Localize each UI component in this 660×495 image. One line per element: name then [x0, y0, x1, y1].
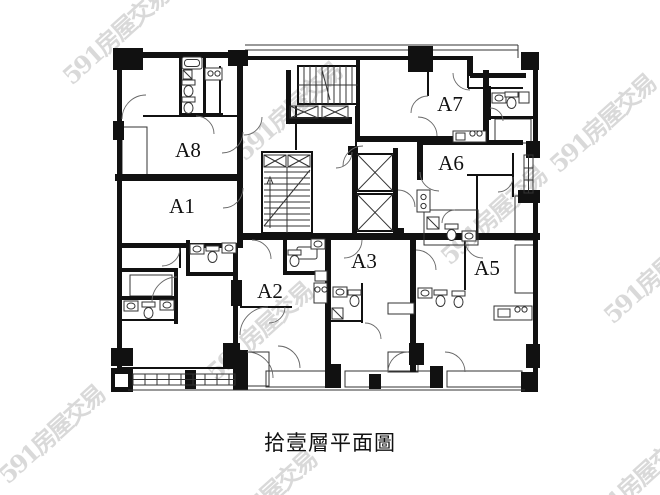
unit-label-a1: A1	[169, 194, 195, 218]
elevator-icons	[356, 153, 394, 232]
unit-label-a2: A2	[257, 279, 283, 303]
fixtures	[123, 56, 533, 321]
plan-caption: 拾壹層平面圖	[264, 431, 396, 455]
unit-labels: A8 A1 A2 A3 A5 A6 A7	[169, 92, 500, 303]
unit-label-a7: A7	[437, 92, 463, 116]
door-arcs	[121, 72, 514, 379]
fire-staircase-icon	[289, 65, 359, 119]
interior-partitions	[120, 58, 525, 391]
unit-label-a6: A6	[438, 151, 464, 175]
unit-label-a3: A3	[351, 249, 377, 273]
window-bands	[132, 154, 534, 386]
top-canopy-lines	[245, 44, 519, 58]
unit-label-a8: A8	[175, 138, 201, 162]
unit-label-a5: A5	[474, 256, 500, 280]
main-staircase-icon	[261, 151, 313, 234]
